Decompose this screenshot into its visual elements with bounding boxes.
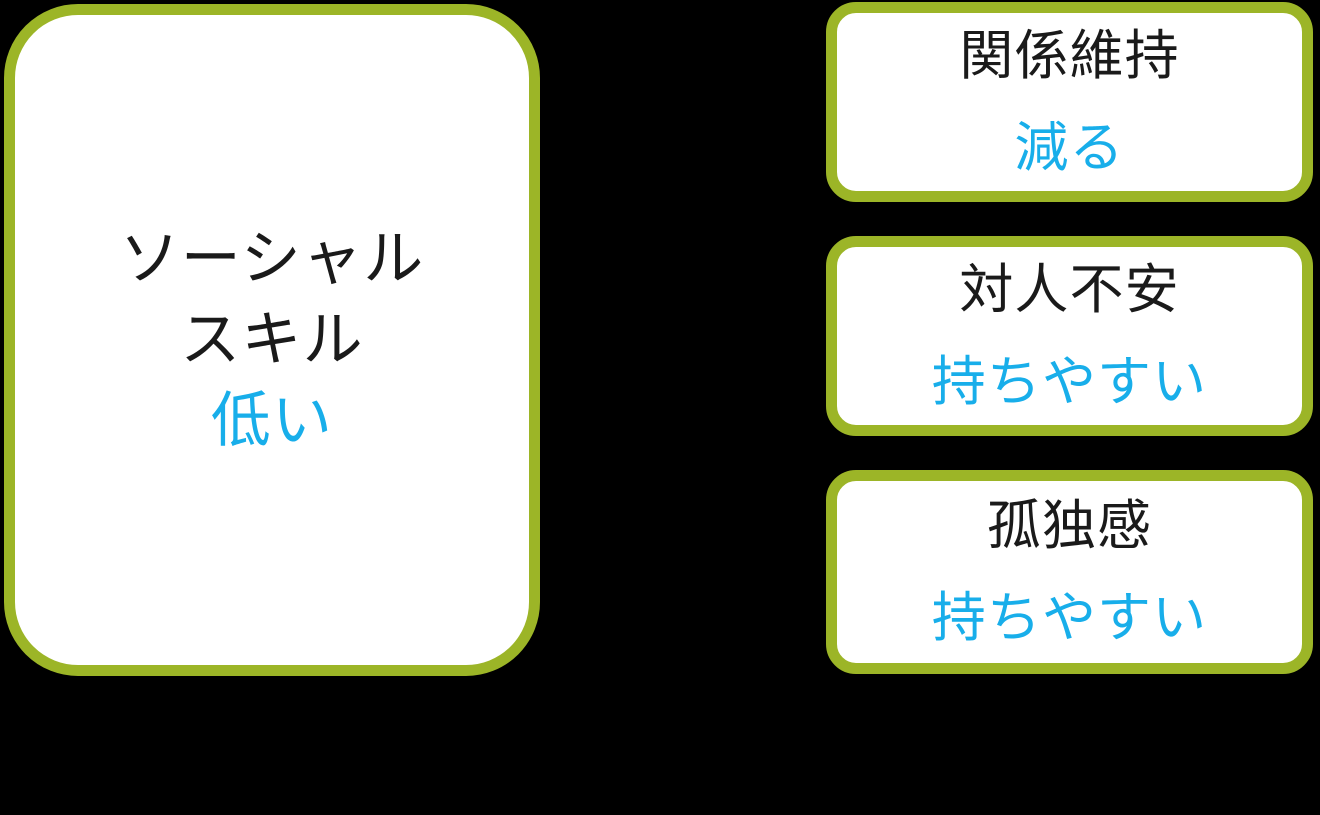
effect-label-2: 対人不安 xyxy=(959,260,1180,320)
effect-card-relationship-maintenance: 関係維持 減る xyxy=(826,2,1313,202)
effect-value-3: 持ちやすい xyxy=(931,588,1208,648)
effect-value-1: 減る xyxy=(1014,118,1125,178)
cause-card-text: ソーシャル スキル 低い xyxy=(120,208,425,472)
effect-card-social-anxiety: 対人不安 持ちやすい xyxy=(826,236,1313,436)
effect-card-1-text: 関係維持 減る xyxy=(837,29,1302,175)
cause-card-social-skill: ソーシャル スキル 低い xyxy=(4,4,540,676)
effect-label-3: 孤独感 xyxy=(986,496,1153,556)
effect-value-2: 持ちやすい xyxy=(931,352,1208,412)
effect-card-3-text: 孤独感 持ちやすい xyxy=(837,499,1302,645)
cause-label-line-2: スキル xyxy=(180,306,364,373)
cause-label-line-1: ソーシャル xyxy=(119,225,425,292)
effect-label-1: 関係維持 xyxy=(959,26,1180,86)
cause-value: 低い xyxy=(210,387,334,454)
effect-card-2-text: 対人不安 持ちやすい xyxy=(837,263,1302,409)
effect-card-loneliness: 孤独感 持ちやすい xyxy=(826,470,1313,674)
